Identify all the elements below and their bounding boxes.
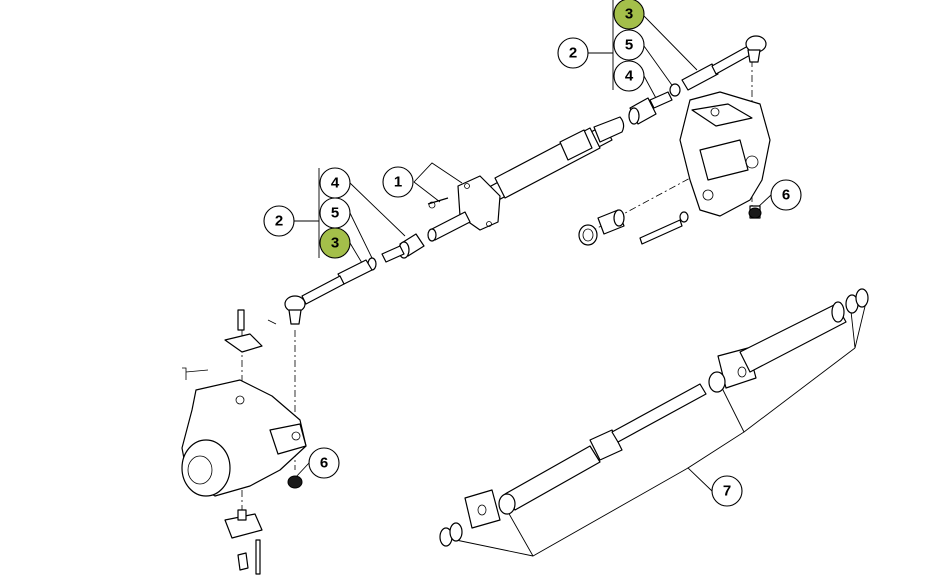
- right-tie-rod: [628, 35, 767, 125]
- callout-5-left: 5: [319, 197, 351, 229]
- callout-4-right: 4: [613, 60, 645, 92]
- svg-text:5: 5: [625, 37, 633, 54]
- svg-text:3: 3: [331, 235, 339, 252]
- svg-text:6: 6: [320, 455, 328, 472]
- steering-rack-housing: [427, 116, 625, 242]
- svg-text:4: 4: [625, 68, 634, 85]
- callout-3-left-highlighted: 3: [319, 227, 351, 259]
- svg-text:6: 6: [782, 187, 790, 204]
- callout-6-left: 6: [308, 447, 340, 479]
- svg-text:2: 2: [275, 213, 283, 230]
- callout-2-right: 2: [557, 37, 589, 69]
- callout-4-left: 4: [319, 167, 351, 199]
- callout-3-right-highlighted: 3: [613, 0, 645, 30]
- callout-1: 1: [382, 166, 414, 198]
- callout-7: 7: [711, 475, 743, 507]
- callout-5-right: 5: [613, 29, 645, 61]
- svg-text:3: 3: [625, 6, 633, 23]
- svg-text:2: 2: [569, 45, 577, 62]
- callout-2-left: 2: [263, 205, 295, 237]
- svg-text:7: 7: [723, 483, 731, 500]
- callout-6-right: 6: [770, 179, 802, 211]
- right-bushing-bolt: [578, 209, 689, 246]
- right-knuckle: [679, 91, 771, 219]
- drive-shaft: [439, 288, 869, 547]
- left-tie-rod: [284, 233, 425, 325]
- svg-text:4: 4: [331, 175, 340, 192]
- leader-lines: [294, 0, 868, 557]
- callouts: 1 2 3 5 4 2 4 5: [263, 0, 802, 507]
- svg-text:1: 1: [394, 174, 402, 191]
- left-knuckle: [181, 309, 307, 575]
- svg-text:5: 5: [331, 205, 339, 222]
